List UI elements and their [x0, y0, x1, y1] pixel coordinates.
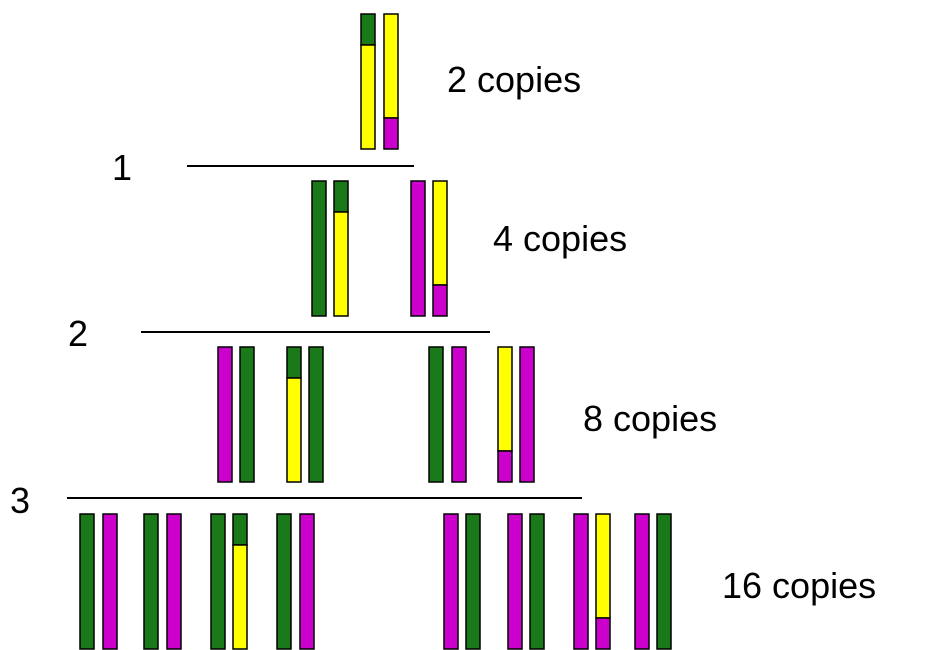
cycle-label-3: 3 [10, 480, 30, 521]
strand-g3-1 [102, 513, 118, 650]
strand-g3-13-yellow-segment [595, 513, 611, 619]
strand-g3-15 [656, 513, 672, 650]
strand-g3-2 [143, 513, 159, 650]
strand-g0-0-green-segment [360, 13, 376, 46]
strand-g3-4 [210, 513, 226, 650]
strand-g2-3 [308, 346, 324, 483]
strand-g2-2-green-segment [286, 346, 302, 379]
strand-g3-0 [79, 513, 95, 650]
strand-g0-1-magenta-segment [383, 117, 399, 150]
copies-label-gen-3: 16 copies [722, 565, 876, 606]
strand-g3-11 [529, 513, 545, 650]
strand-g1-3-yellow-segment [432, 180, 448, 286]
strand-g3-3 [166, 513, 182, 650]
strand-g3-5-yellow-segment [232, 544, 248, 650]
strand-g1-1-green-segment [333, 180, 349, 213]
strand-g0-0-yellow-segment [360, 44, 376, 150]
copies-label-gen-0: 2 copies [447, 59, 581, 100]
cycle-label-1: 1 [112, 147, 132, 188]
strand-g3-8 [443, 513, 459, 650]
strand-g3-5-green-segment [232, 513, 248, 546]
strand-g2-5 [451, 346, 467, 483]
cycle-separators [67, 165, 582, 499]
strand-g2-0 [217, 346, 233, 483]
strand-g2-2-yellow-segment [286, 377, 302, 483]
dna-strands [79, 13, 672, 650]
cycle-label-2: 2 [68, 313, 88, 354]
strand-g1-2 [410, 180, 426, 317]
strand-g3-10 [507, 513, 523, 650]
strand-g2-6-yellow-segment [497, 346, 513, 452]
strand-g3-7 [299, 513, 315, 650]
strand-g2-4 [428, 346, 444, 483]
strand-g3-13-magenta-segment [595, 617, 611, 650]
strand-g2-7 [519, 346, 535, 483]
strand-g3-12 [573, 513, 589, 650]
strand-g2-1 [239, 346, 255, 483]
copies-label-gen-2: 8 copies [583, 398, 717, 439]
copies-label-gen-1: 4 copies [493, 218, 627, 259]
strand-g1-1-yellow-segment [333, 211, 349, 317]
strand-g0-1-yellow-segment [383, 13, 399, 119]
strand-g2-6-magenta-segment [497, 450, 513, 483]
strand-g3-6 [276, 513, 292, 650]
strand-g1-0 [311, 180, 327, 317]
strand-g3-9 [465, 513, 481, 650]
strand-g3-14 [634, 513, 650, 650]
strand-g1-3-magenta-segment [432, 284, 448, 317]
